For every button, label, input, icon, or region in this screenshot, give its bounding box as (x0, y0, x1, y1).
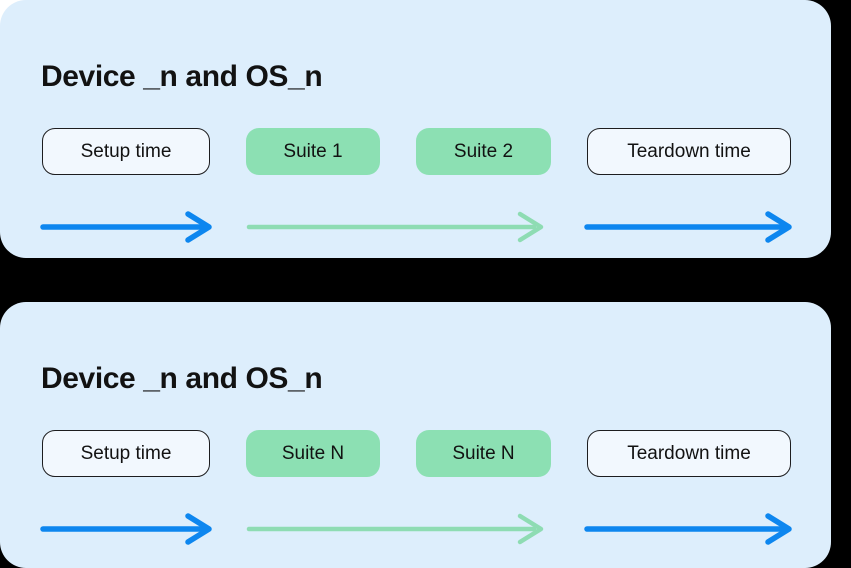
suites-arrow (246, 509, 546, 549)
right-arrow-icon (584, 513, 792, 545)
suite-n-box: Suite N (416, 430, 551, 477)
teardown-time-box: Teardown time (587, 430, 791, 477)
suite-1-box: Suite 1 (246, 128, 380, 175)
suite-n-label: Suite N (452, 442, 515, 464)
device-panel-2: Device _n and OS_n Setup time Suite N Su… (0, 302, 831, 568)
teardown-time-label: Teardown time (627, 442, 751, 464)
setup-time-label: Setup time (80, 140, 172, 162)
device-panel-1: Device _n and OS_n Setup time Suite 1 Su… (0, 0, 831, 258)
teardown-arrow (584, 509, 794, 549)
panel-title: Device _n and OS_n (41, 362, 323, 396)
suite-2-label: Suite 2 (453, 140, 514, 162)
setup-arrow (40, 207, 214, 247)
suite-2-box: Suite 2 (416, 128, 551, 175)
setup-arrow (40, 509, 214, 549)
right-arrow-icon (246, 513, 544, 545)
suite-n-label: Suite N (281, 442, 345, 464)
right-arrow-icon (246, 211, 544, 243)
right-arrow-icon (40, 513, 212, 545)
setup-time-label: Setup time (80, 442, 172, 464)
suite-n-box: Suite N (246, 430, 380, 477)
setup-time-box: Setup time (42, 430, 210, 477)
right-arrow-icon (584, 211, 792, 243)
right-arrow-icon (40, 211, 212, 243)
setup-time-box: Setup time (42, 128, 210, 175)
suite-1-label: Suite 1 (283, 140, 343, 162)
panel-title: Device _n and OS_n (41, 60, 323, 94)
teardown-time-label: Teardown time (627, 140, 751, 162)
teardown-arrow (584, 207, 794, 247)
stage-box-row: Setup time Suite N Suite N Teardown time (42, 430, 791, 477)
teardown-time-box: Teardown time (587, 128, 791, 175)
stage-box-row: Setup time Suite 1 Suite 2 Teardown time (42, 128, 791, 175)
suites-arrow (246, 207, 546, 247)
